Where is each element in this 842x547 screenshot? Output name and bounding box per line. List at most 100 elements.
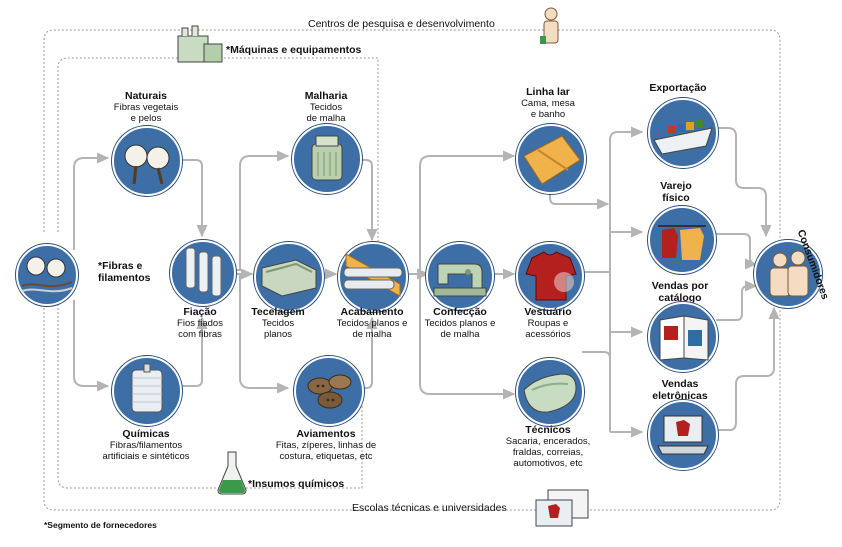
researcher-icon [540,7,559,44]
linha-lar-title: Linha lar [526,86,570,98]
quimicas-circle [112,356,182,426]
malharia-line2: de malha [306,113,346,124]
laptop-icon [657,415,709,455]
exportacao-circle [648,98,718,168]
tecnicos-line2: fraldas, correias, [512,447,584,458]
technical-textile-icon [523,373,577,413]
malharia-circle [292,124,362,194]
tecelagem-line1: Tecidos [261,318,295,329]
varejo-line1: físico [662,192,690,204]
fiacao-circle [170,240,236,306]
confeccao-circle [426,242,494,310]
varejo-label: Varejo físico [660,180,692,204]
linha-lar-circle [516,124,586,194]
catalogo-label: Vendas por catálogo [652,280,709,304]
shirt-icon [525,251,577,301]
machines-label: *Máquinas e equipamentos [226,44,362,56]
vestuario-line2: acessórios [525,329,571,340]
acabamento-circle [338,242,408,312]
schools-label: Escolas técnicas e universidades [352,502,507,514]
aviamentos-line2: costura, etiquetas, etc [279,451,373,462]
linha-lar-line1: Cama, mesa [521,98,575,109]
naturais-label: Naturais Fibras vegetais e pelos [114,90,178,124]
eletronicas-circle [648,400,718,470]
support-frames [43,29,781,511]
acabamento-label: Acabamento Tecidos planos e de malha [337,306,408,340]
cotton-fiber-icon [21,256,73,293]
naturais-title: Naturais [124,90,168,102]
people-icon [769,250,809,297]
knitting-machine-icon [311,135,343,181]
catalogo-circle [648,302,718,372]
malharia-title: Malharia [304,90,348,102]
fabric-rolls-icon [343,253,403,297]
tecelagem-label: Tecelagem Tecidos planos [251,306,305,340]
towels-icon [523,135,581,185]
naturais-line1: Fibras vegetais [113,102,179,113]
tecelagem-circle [254,242,324,312]
catalogo-line1: catálogo [658,292,702,304]
fibers-circle [16,244,78,306]
tecnicos-line1: Sacaria, encerados, [505,436,591,447]
tecnicos-title: Técnicos [525,424,571,436]
catalog-icon [659,315,709,361]
naturais-circle [112,126,182,196]
catalogo-title: Vendas por [651,280,709,292]
buttons-icon [307,374,352,409]
malharia-line1: Tecidos [309,102,343,113]
linha-lar-label: Linha lar Cama, mesa e banho [521,86,575,120]
confeccao-line2: de malha [440,329,480,340]
fiacao-title: Fiação [183,306,217,318]
naturais-line2: e pelos [130,113,162,124]
eletronicas-line1: eletrônicas [652,390,708,402]
aviamentos-title: Aviamentos [296,428,356,440]
factory-machine-icon [177,25,223,63]
confeccao-label: Confecção Tecidos planos e de malha [425,306,496,340]
flow-arrows [73,126,780,438]
fibers-label: *Fibras e filamentos [98,260,151,284]
sewing-machine-icon [433,263,487,297]
vestuario-circle [516,242,584,310]
consumidores-circle [754,240,822,308]
fibers-title: *Fibras e [98,260,143,272]
clothes-rack-icon [658,225,706,260]
tecnicos-label: Técnicos Sacaria, encerados, fraldas, co… [506,424,591,469]
exportacao-label: Exportação [649,82,706,94]
quimicas-label: Químicas Fibras/filamentos artificiais e… [102,428,189,462]
acabamento-line1: Tecidos planos e [336,318,408,329]
chemical-flask-icon [217,451,247,495]
varejo-circle [648,206,716,274]
malharia-label: Malharia Tecidos de malha [305,90,348,124]
acabamento-line2: de malha [352,329,392,340]
research-label: Centros de pesquisa e desenvolvimento [308,18,495,30]
quimicas-line1: Fibras/filamentos [109,440,183,451]
tecnicos-circle [516,358,584,426]
yarn-spool-icon [131,363,163,413]
chemicals-label: *Insumos químicos [248,478,345,490]
school-computer-icon [535,489,589,527]
eletronicas-title: Vendas [661,378,699,390]
confeccao-line1: Tecidos planos e [424,318,496,329]
cargo-ship-icon [653,120,713,155]
acabamento-title: Acabamento [340,306,404,318]
fiacao-label: Fiação Fios fiados com fibras [177,306,223,340]
weaving-loom-icon [261,259,317,297]
varejo-title: Varejo [660,180,692,192]
bobbins-icon [185,247,222,297]
vestuario-title: Vestuário [524,306,572,318]
linha-lar-line2: e banho [530,109,566,120]
tecelagem-line2: planos [264,329,292,340]
aviamentos-circle [294,356,364,426]
fibers-title-line2: filamentos [98,272,151,284]
quimicas-title: Químicas [122,428,170,440]
footnote: *Segmento de fornecedores [44,520,157,530]
quimicas-line2: artificiais e sintéticos [102,451,190,462]
vestuario-label: Vestuário Roupas e acessórios [524,306,571,340]
tecelagem-title: Tecelagem [251,306,305,318]
confeccao-title: Confecção [433,306,487,318]
tecnicos-line3: automotivos, etc [513,458,583,469]
vestuario-line1: Roupas e [527,318,569,329]
exportacao-title: Exportação [649,82,707,94]
